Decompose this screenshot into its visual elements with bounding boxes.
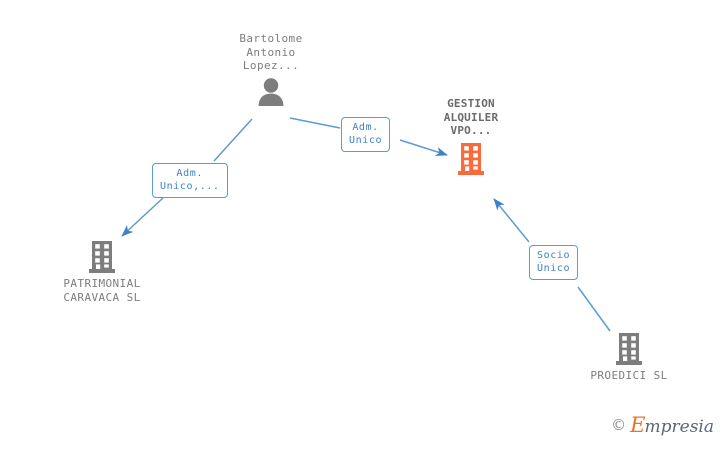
building-icon — [396, 142, 546, 176]
node-company-patrimonial-caravaca[interactable]: PATRIMONIAL CARAVACA SL — [27, 240, 177, 304]
building-icon — [27, 240, 177, 274]
building-icon — [554, 332, 704, 366]
node-label: PROEDICI SL — [590, 369, 668, 382]
node-label: GESTION ALQUILER VPO... — [443, 97, 499, 137]
node-label: Bartolome Antonio Lopez... — [239, 32, 303, 72]
node-company-gestion-alquiler-vpo[interactable]: GESTION ALQUILER VPO... — [396, 97, 546, 176]
edge-person-to-patrimonial — [121, 118, 253, 237]
node-person-bartolome[interactable]: Bartolome Antonio Lopez... — [196, 32, 346, 107]
edge-label-proedici-to-gestion[interactable]: Socio Único — [529, 245, 579, 280]
node-label: PATRIMONIAL CARAVACA SL — [63, 277, 141, 304]
node-company-proedici[interactable]: PROEDICI SL — [554, 332, 704, 383]
edge-label-person-to-patrimonial[interactable]: Adm. Unico,... — [152, 163, 228, 198]
person-icon — [196, 77, 346, 107]
brand-name: mpresia — [644, 417, 715, 437]
edge-person-to-gestion — [289, 117, 448, 157]
edge-label-person-to-gestion[interactable]: Adm. Unico — [341, 117, 391, 152]
copyright-icon: © — [611, 416, 627, 434]
edge-proedici-to-gestion — [493, 198, 611, 332]
brand-initial: E — [630, 413, 646, 437]
empresia-watermark: © E mpresia — [611, 415, 714, 436]
